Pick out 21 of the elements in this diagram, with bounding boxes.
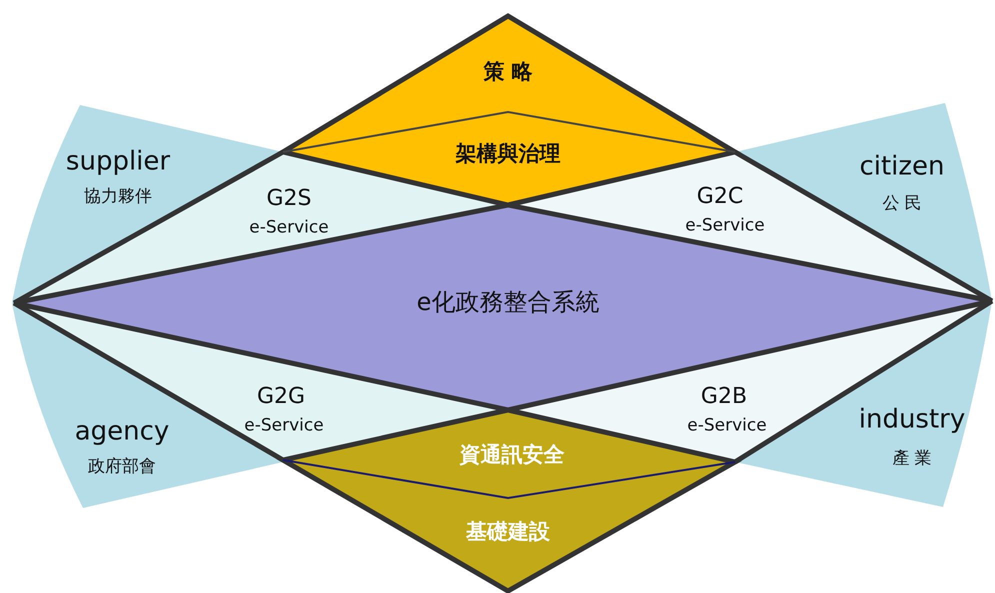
layer-label: 基礎建設	[466, 520, 550, 544]
service-label: G2C	[696, 184, 744, 210]
stakeholder-label: agency	[74, 418, 170, 446]
service-label: G2B	[700, 384, 748, 410]
layer-label: 策 略	[483, 60, 533, 84]
center-label: e化政務整合系統	[416, 288, 600, 316]
service-label: G2S	[266, 186, 312, 212]
layer-label: 架構與治理	[456, 142, 560, 166]
stakeholder-label: 協力夥伴	[84, 188, 152, 206]
service-label: G2G	[256, 384, 306, 410]
service-label: e-Service	[687, 416, 767, 436]
layer-label: 資通訊安全	[460, 443, 564, 467]
stakeholder-label: supplier	[66, 148, 170, 176]
stakeholder-label: citizen	[859, 152, 945, 182]
stakeholder-label: 產 業	[892, 450, 932, 468]
stakeholder-label: 政府部會	[88, 458, 156, 476]
stakeholder-label: industry	[858, 406, 966, 434]
service-label: e-Service	[244, 416, 324, 436]
service-label: e-Service	[249, 218, 329, 238]
stakeholder-label: 公 民	[882, 194, 922, 214]
service-label: e-Service	[685, 216, 765, 236]
